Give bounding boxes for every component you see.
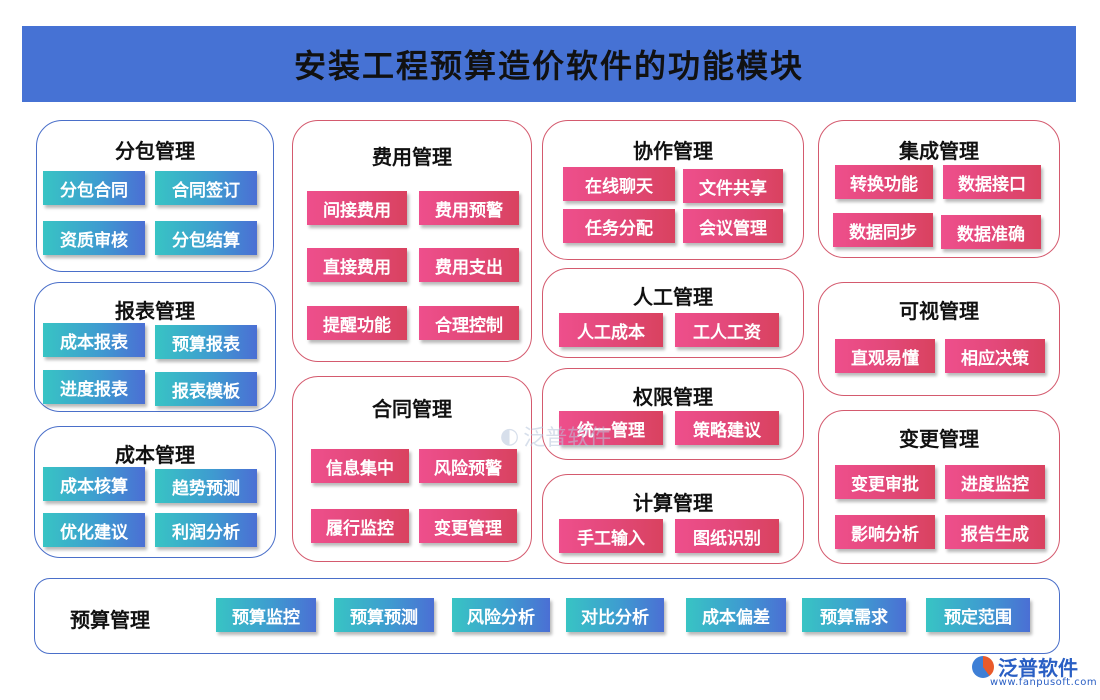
module-button[interactable]: 策略建议 [675, 411, 779, 445]
panel-title-hetong: 合同管理 [372, 397, 452, 421]
panel-title-quanxian: 权限管理 [633, 385, 713, 409]
module-button[interactable]: 间接费用 [307, 191, 407, 225]
module-button[interactable]: 在线聊天 [563, 167, 675, 201]
module-button[interactable]: 工人工资 [675, 313, 779, 347]
module-button[interactable]: 影响分析 [835, 515, 935, 549]
module-button[interactable]: 履行监控 [311, 509, 409, 543]
module-button[interactable]: 数据同步 [833, 213, 933, 247]
module-button[interactable]: 预算报表 [155, 325, 257, 359]
panel-title-keshi: 可视管理 [899, 299, 979, 323]
module-button[interactable]: 成本报表 [43, 323, 145, 357]
watermark: ◐ 泛普软件 [500, 420, 611, 452]
module-button[interactable]: 利润分析 [155, 513, 257, 547]
panel-baobiao: 报表管理 成本报表 预算报表 进度报表 报表模板 [34, 282, 276, 412]
panel-title-biangeng: 变更管理 [899, 427, 979, 451]
panel-title-rengong: 人工管理 [633, 285, 713, 309]
module-button[interactable]: 转换功能 [835, 165, 933, 199]
module-button[interactable]: 图纸识别 [675, 519, 779, 553]
panel-hetong: 合同管理 信息集中 风险预警 履行监控 变更管理 [292, 376, 532, 562]
module-button[interactable]: 风险分析 [452, 598, 550, 632]
panel-rengong: 人工管理 人工成本 工人工资 [542, 268, 804, 358]
module-button[interactable]: 合同签订 [155, 171, 257, 205]
module-button[interactable]: 报表模板 [155, 372, 257, 406]
module-button[interactable]: 预算预测 [334, 598, 434, 632]
module-button[interactable]: 分包合同 [43, 171, 145, 205]
module-button[interactable]: 风险预警 [419, 449, 517, 483]
module-button[interactable]: 文件共享 [683, 169, 783, 203]
panel-title-jisuan: 计算管理 [633, 491, 713, 515]
module-button[interactable]: 数据接口 [943, 165, 1041, 199]
module-button[interactable]: 手工输入 [559, 519, 663, 553]
panel-title-jicheng: 集成管理 [899, 139, 979, 163]
module-button[interactable]: 变更审批 [835, 465, 935, 499]
module-button[interactable]: 报告生成 [945, 515, 1045, 549]
panel-jisuan: 计算管理 手工输入 图纸识别 [542, 474, 804, 564]
module-button[interactable]: 会议管理 [683, 209, 783, 243]
brand-logo: 泛普软件 [972, 652, 1078, 681]
module-button[interactable]: 分包结算 [155, 221, 257, 255]
module-button[interactable]: 对比分析 [566, 598, 664, 632]
brand-logo-icon [972, 655, 994, 678]
module-button[interactable]: 预定范围 [926, 598, 1030, 632]
panel-feiyong: 费用管理 间接费用 费用预警 直接费用 费用支出 提醒功能 合理控制 [292, 120, 532, 362]
module-button[interactable]: 相应决策 [945, 339, 1045, 373]
module-button[interactable]: 成本核算 [43, 467, 145, 501]
module-button[interactable]: 资质审核 [43, 221, 145, 255]
module-button[interactable]: 信息集中 [311, 449, 409, 483]
module-button[interactable]: 变更管理 [419, 509, 517, 543]
brand-url: www.fanpusoft.com [990, 677, 1098, 688]
panel-title-baobiao: 报表管理 [115, 299, 195, 323]
watermark-text: 泛普软件 [523, 426, 612, 451]
panel-quanxian: 权限管理 统一管理 策略建议 [542, 368, 804, 460]
title-bar: 安装工程预算造价软件的功能模块 [22, 26, 1076, 102]
panel-title-yusuan: 预算管理 [70, 608, 150, 632]
panel-title-chengben: 成本管理 [115, 443, 195, 467]
module-button[interactable]: 数据准确 [941, 215, 1041, 249]
module-button[interactable]: 进度监控 [945, 465, 1045, 499]
module-button[interactable]: 直观易懂 [835, 339, 935, 373]
panel-title-feiyong: 费用管理 [372, 145, 452, 169]
module-button[interactable]: 提醒功能 [307, 306, 407, 340]
module-button[interactable]: 进度报表 [43, 370, 145, 404]
module-button[interactable]: 直接费用 [307, 248, 407, 282]
module-button[interactable]: 预算需求 [802, 598, 906, 632]
panel-jicheng: 集成管理 转换功能 数据接口 数据同步 数据准确 [818, 120, 1060, 258]
module-button[interactable]: 成本偏差 [686, 598, 786, 632]
watermark-logo-icon: ◐ [500, 423, 520, 449]
module-button[interactable]: 任务分配 [563, 209, 675, 243]
module-button[interactable]: 预算监控 [216, 598, 316, 632]
panel-chengben: 成本管理 成本核算 趋势预测 优化建议 利润分析 [34, 426, 276, 558]
brand-name: 泛普软件 [998, 656, 1078, 680]
panel-fenbao: 分包管理 分包合同 合同签订 资质审核 分包结算 [36, 120, 274, 272]
module-button[interactable]: 费用预警 [419, 191, 519, 225]
module-button[interactable]: 人工成本 [559, 313, 663, 347]
page-title: 安装工程预算造价软件的功能模块 [293, 47, 804, 85]
module-button[interactable]: 合理控制 [419, 306, 519, 340]
module-button[interactable]: 费用支出 [419, 248, 519, 282]
module-button[interactable]: 优化建议 [43, 513, 145, 547]
panel-title-xiezuo: 协作管理 [633, 139, 713, 163]
panel-title-fenbao: 分包管理 [115, 139, 195, 163]
panel-xiezuo: 协作管理 在线聊天 文件共享 任务分配 会议管理 [542, 120, 804, 260]
module-button[interactable]: 统一管理 [559, 411, 663, 445]
panel-keshi: 可视管理 直观易懂 相应决策 [818, 282, 1060, 396]
module-button[interactable]: 趋势预测 [155, 469, 257, 503]
panel-biangeng: 变更管理 变更审批 进度监控 影响分析 报告生成 [818, 410, 1060, 564]
